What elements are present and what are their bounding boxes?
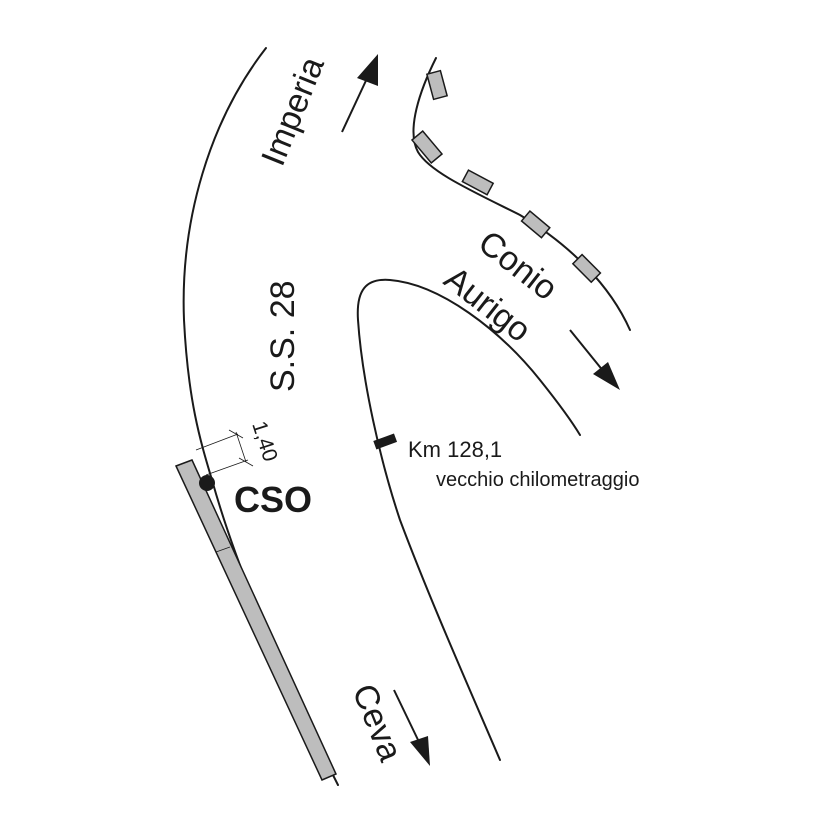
- dimension-label: 1,40: [247, 418, 282, 464]
- dimension-line: [195, 433, 239, 451]
- roadside-block: [410, 129, 444, 165]
- guardrail-divider: [215, 546, 231, 553]
- guardrail-strip: [174, 459, 338, 781]
- imperia-arrow-head: [357, 54, 378, 86]
- imperia-arrow-shaft: [341, 71, 371, 133]
- dimension-tick: [228, 429, 244, 439]
- conio-arrow-shaft: [569, 329, 605, 373]
- ss28-label: S.S. 28: [264, 280, 302, 392]
- ceva-label: Ceva: [345, 679, 410, 767]
- cso-label: CSO: [234, 479, 312, 520]
- conio-arrow-head: [593, 362, 620, 390]
- cso-point-icon: [199, 475, 215, 491]
- dimension-line: [235, 431, 247, 463]
- km-marker: [373, 433, 398, 450]
- roadside-block: [520, 209, 551, 239]
- ss28-right-edge: [356, 278, 581, 761]
- chilometraggio-label: vecchio chilometraggio: [436, 469, 639, 491]
- roadside-block: [571, 253, 602, 284]
- ceva-arrow-head: [410, 736, 430, 766]
- imperia-label: Imperia: [254, 52, 332, 171]
- km-label: Km 128,1: [408, 437, 502, 462]
- dimension-tick: [238, 457, 254, 467]
- ceva-arrow-shaft: [393, 689, 421, 745]
- roadside-block: [425, 69, 449, 101]
- dimension-line: [205, 459, 249, 476]
- roadside-block: [461, 169, 495, 196]
